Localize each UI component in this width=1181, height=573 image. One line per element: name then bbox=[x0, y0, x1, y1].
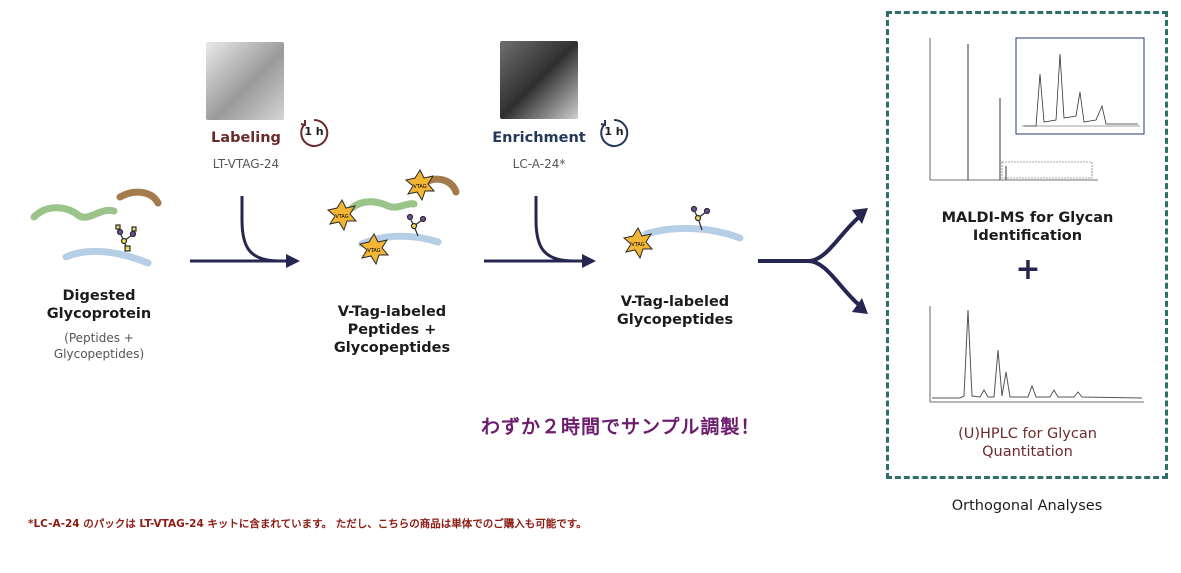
enriched-glycopeptide-illustration: VTAG bbox=[622, 205, 744, 260]
plus-sign: + bbox=[1015, 252, 1041, 287]
maldi-title: MALDI-MS for Glycan Identification bbox=[941, 210, 1114, 244]
labeling-vial-photo bbox=[206, 42, 284, 120]
vtag-star-3: VTAG bbox=[358, 232, 390, 266]
glycan-icon bbox=[690, 205, 711, 231]
labeling-arrow bbox=[190, 196, 300, 268]
footnote: *LC-A-24 のパックは LT-VTAG-24 キットに含まれています。 た… bbox=[28, 518, 587, 530]
svg-text:VTAG: VTAG bbox=[367, 248, 380, 254]
labeled-peptides-title: V-Tag-labeled Peptides + Glycopeptides bbox=[333, 304, 451, 356]
labeled-peptides-illustration: VTAG VTAG VTAG bbox=[326, 168, 460, 266]
glycan-icon bbox=[406, 213, 427, 237]
digested-glycoprotein-title: Digested Glycoprotein bbox=[46, 288, 152, 322]
hplc-title: (U)HPLC for Glycan Quantitation bbox=[958, 426, 1097, 460]
peptide-green bbox=[30, 204, 118, 221]
enrichment-arrow bbox=[484, 196, 596, 268]
enrichment-gloved-hand-photo bbox=[500, 41, 578, 119]
labeling-clock-icon bbox=[300, 118, 329, 147]
tagline: わずか２時間でサンプル調製！ bbox=[481, 416, 761, 438]
labeling-kit-label: LT-VTAG-24 bbox=[212, 157, 280, 171]
vtag-star: VTAG bbox=[622, 226, 654, 260]
hplc-chromatogram-figure bbox=[929, 306, 1144, 403]
enrichment-step-label: Enrichment bbox=[492, 130, 586, 146]
digested-glycoprotein-illustration bbox=[30, 188, 162, 267]
enrichment-time-badge: 1 h bbox=[598, 117, 630, 149]
svg-text:VTAG: VTAG bbox=[335, 214, 348, 220]
enriched-glycopeptides-title: V-Tag-labeled Glycopeptides bbox=[616, 294, 734, 328]
peptide-blue bbox=[642, 224, 744, 242]
maldi-spectrum-figure bbox=[929, 37, 1145, 181]
vtag-star-2: VTAG bbox=[404, 168, 436, 202]
labeling-step-label: Labeling bbox=[211, 130, 281, 146]
peptide-brown bbox=[116, 188, 162, 207]
labeling-time-badge: 1 h bbox=[298, 117, 330, 149]
digested-glycoprotein-subtitle: (Peptides + Glycopeptides) bbox=[53, 331, 145, 361]
glycan-icon bbox=[115, 224, 137, 252]
peptide-blue bbox=[62, 247, 152, 267]
orthogonal-analyses-label: Orthogonal Analyses bbox=[951, 498, 1103, 514]
peptide-green bbox=[348, 198, 418, 212]
enrichment-clock-icon bbox=[600, 118, 629, 147]
svg-text:VTAG: VTAG bbox=[631, 242, 644, 248]
svg-text:VTAG: VTAG bbox=[413, 184, 426, 190]
peptide-blue bbox=[358, 232, 442, 248]
vtag-star-1: VTAG bbox=[326, 198, 358, 232]
split-arrow bbox=[758, 208, 868, 314]
orthogonal-analyses-box bbox=[886, 11, 1168, 479]
enrichment-kit-label: LC-A-24* bbox=[512, 157, 566, 171]
enrichment-time-text: 1 h bbox=[604, 125, 624, 138]
labeling-time-text: 1 h bbox=[304, 125, 324, 138]
